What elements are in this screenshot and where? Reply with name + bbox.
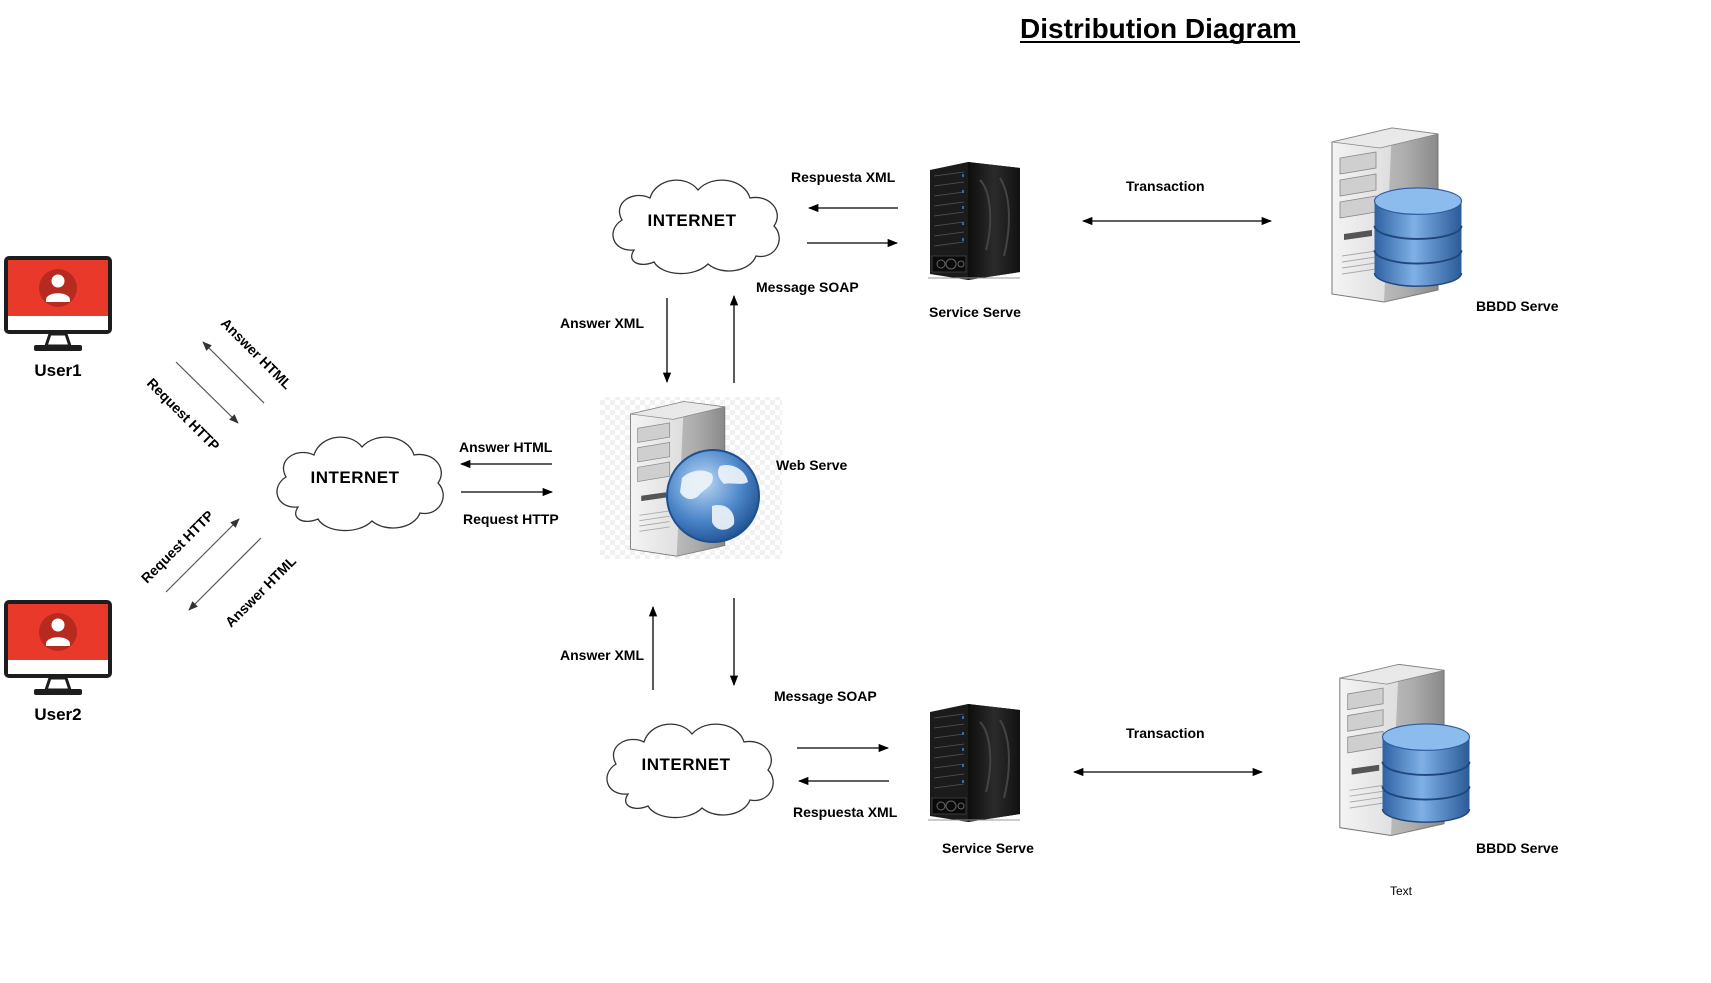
user2-request-label: Request HTTP xyxy=(138,507,217,586)
user1-answer-label: Answer HTML xyxy=(218,315,296,393)
service-server-top-label: Service Serve xyxy=(929,304,1021,320)
user2-monitor-icon[interactable] xyxy=(2,598,114,697)
web-answer-html-label: Answer HTML xyxy=(459,439,553,455)
user1-monitor-icon[interactable] xyxy=(2,254,114,353)
bottom-respuesta-xml-label: Respuesta XML xyxy=(793,804,898,820)
service-server-bottom-icon[interactable] xyxy=(927,703,1021,823)
user1-request-arrow xyxy=(175,361,239,424)
internet-cloud-top[interactable]: INTERNET xyxy=(612,179,780,275)
bottom-answer-xml-label: Answer XML xyxy=(560,647,644,663)
top-respuesta-xml-label: Respuesta XML xyxy=(791,169,896,185)
web-server-label: Web Serve xyxy=(776,457,848,473)
internet-cloud-bottom[interactable]: INTERNET xyxy=(606,723,774,819)
bbdd-server-bottom-label: BBDD Serve xyxy=(1476,840,1559,856)
user1-answer-arrow xyxy=(202,341,265,404)
internet-cloud-main[interactable]: INTERNET xyxy=(276,436,444,532)
internet-cloud-bottom-label: INTERNET xyxy=(642,755,731,774)
top-answer-xml-label: Answer XML xyxy=(560,315,644,331)
bottom-message-soap-label: Message SOAP xyxy=(774,688,877,704)
bbdd-server-top-icon[interactable] xyxy=(1331,127,1463,303)
user2-answer-label: Answer HTML xyxy=(222,552,300,630)
bottom-transaction-label: Transaction xyxy=(1126,725,1205,741)
user1-label: User1 xyxy=(34,361,81,380)
diagram-title: Distribution Diagram xyxy=(1020,13,1297,44)
footer-text: Text xyxy=(1390,884,1413,898)
user2-label: User2 xyxy=(34,705,81,724)
service-server-bottom-label: Service Serve xyxy=(942,840,1034,856)
bbdd-server-top-label: BBDD Serve xyxy=(1476,298,1559,314)
bbdd-server-bottom-icon[interactable] xyxy=(1339,663,1471,837)
user2-request-arrow xyxy=(165,518,240,593)
top-message-soap-label: Message SOAP xyxy=(756,279,859,295)
user2-answer-arrow xyxy=(188,537,262,611)
internet-cloud-top-label: INTERNET xyxy=(648,211,737,230)
service-server-top-icon[interactable] xyxy=(927,161,1021,281)
web-server-icon[interactable] xyxy=(600,397,782,559)
web-request-http-label: Request HTTP xyxy=(463,511,559,527)
top-transaction-label: Transaction xyxy=(1126,178,1205,194)
user1-request-label: Request HTTP xyxy=(144,375,223,454)
internet-cloud-main-label: INTERNET xyxy=(311,468,400,487)
